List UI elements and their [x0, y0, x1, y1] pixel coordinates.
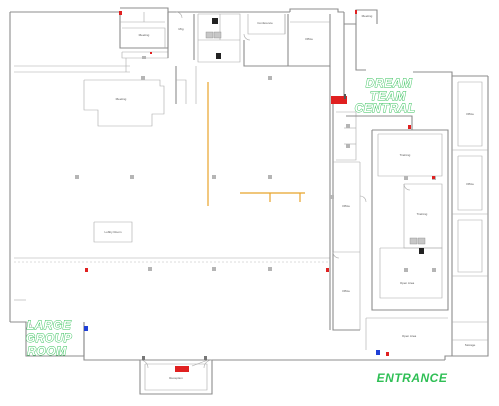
- room-label-10: Office: [342, 204, 350, 208]
- corridor-markings: [207, 82, 305, 206]
- fire-alarm-icon: [119, 11, 122, 15]
- room-label-5: Meeting: [362, 14, 373, 18]
- dream-team-central-label: DREAM TEAM CENTRAL: [354, 76, 416, 116]
- doors: [25, 11, 411, 369]
- fire-extinguisher-icon-2: [376, 350, 380, 355]
- room-label-9: Training: [417, 212, 428, 216]
- dream-team-line-1: DREAM: [366, 76, 413, 90]
- room-label-13: Open Area: [402, 334, 417, 338]
- fire-extinguisher-icon: [84, 326, 88, 331]
- elevator-icon-3: [419, 248, 424, 254]
- room-label-16: Storage: [465, 343, 476, 347]
- room-labels: Meeting Conference Mtg Office Meeting Me…: [104, 14, 475, 380]
- room-label-15: Office: [466, 182, 474, 186]
- large-group-line-3: ROOM: [27, 344, 67, 358]
- safety-markers: [84, 10, 435, 372]
- interior-walls-center: [14, 79, 330, 301]
- room-label-14: Office: [466, 112, 474, 116]
- room-label-1: Meeting: [139, 33, 150, 37]
- room-label-6: Meeting: [116, 97, 127, 101]
- dream-team-line-3: CENTRAL: [355, 101, 416, 115]
- outer-walls: [9, 7, 489, 395]
- room-label-3: Mtg: [178, 27, 183, 31]
- room-label-2: Conference: [257, 21, 273, 25]
- elevator-icon: [212, 18, 218, 24]
- room-label-4: Office: [305, 37, 313, 41]
- elevator-icon-2: [216, 53, 221, 59]
- exit-sign-icon: [175, 366, 189, 372]
- large-group-room-label: LARGE GROUP ROOM: [25, 318, 73, 359]
- entrance-label: ENTRANCE: [377, 371, 448, 385]
- fire-panel-icon: [331, 96, 347, 104]
- columns: [75, 56, 436, 272]
- room-label-17: Reception: [169, 376, 183, 380]
- stairwell: [205, 18, 426, 254]
- room-label-12: Open Area: [400, 281, 415, 285]
- dream-team-line-2: TEAM: [370, 89, 407, 103]
- room-label-8: Training: [400, 153, 411, 157]
- large-group-line-1: LARGE: [27, 318, 72, 332]
- room-label-11: Office: [342, 289, 350, 293]
- room-label-7: Lobby Room: [104, 230, 122, 234]
- large-group-line-2: GROUP: [26, 331, 73, 345]
- interior-walls-north: [14, 12, 331, 104]
